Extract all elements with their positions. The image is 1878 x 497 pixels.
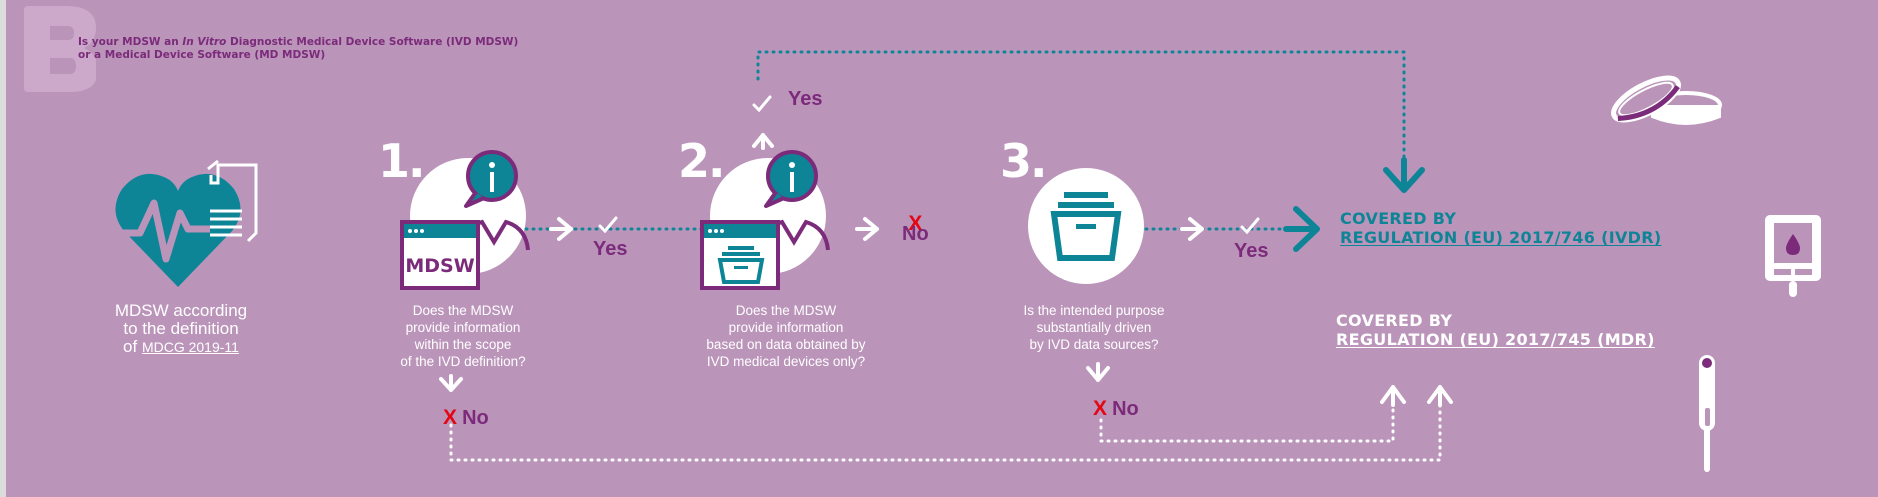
- mdsw-window-label: MDSW: [405, 255, 474, 277]
- connector-1-no-mdr: [449, 398, 1442, 462]
- outcome-ivdr: COVERED BY REGULATION (EU) 2017/746 (IVD…: [1340, 209, 1662, 247]
- connector-3-no-mdr: [1099, 398, 1395, 443]
- step-1-no: X No: [443, 406, 489, 429]
- arrow-right-icon: [549, 217, 573, 241]
- step-3-number: 3.: [1000, 134, 1048, 188]
- mdr-regulation-link[interactable]: REGULATION (EU) 2017/745 (MDR): [1336, 330, 1655, 349]
- arrow-down-icon: [1086, 362, 1110, 382]
- arrow-right-icon: [1180, 217, 1204, 241]
- arrow-right-teal-icon: [1283, 206, 1320, 252]
- arrow-down-icon: [439, 374, 463, 392]
- outcome-mdr: COVERED BY REGULATION (EU) 2017/745 (MDR…: [1336, 311, 1655, 349]
- petri-dish-icon: [1611, 75, 1722, 125]
- flowchart-canvas: Is your MDSW an In Vitro Diagnostic Medi…: [6, 0, 1878, 497]
- check-icon: [1240, 217, 1260, 235]
- step-2-number: 2.: [678, 134, 726, 188]
- step-1-yes-label: Yes: [593, 238, 628, 260]
- mdcg-link[interactable]: MDCG 2019-11: [141, 339, 239, 355]
- glucose-meter-icon: [1765, 215, 1821, 297]
- step-1-number: 1.: [378, 134, 426, 188]
- step-2-yes-label: Yes: [788, 88, 823, 110]
- arrow-down-teal-icon: [1383, 157, 1425, 193]
- arrow-up-icon: [1427, 385, 1453, 407]
- check-icon: [752, 95, 772, 113]
- person-info-archive-window-icon: [700, 150, 830, 290]
- step-3-no: X No: [1093, 397, 1139, 420]
- person-info-mdsw-window-icon: MDSW: [400, 150, 530, 290]
- start-label: MDSW according to the definition of MDCG…: [114, 301, 248, 356]
- ivdr-regulation-link[interactable]: REGULATION (EU) 2017/746 (IVDR): [1340, 228, 1662, 247]
- test-strip-icon: [1699, 355, 1715, 472]
- section-letter-b: [24, 6, 96, 92]
- diagram-title: Is your MDSW an In Vitro Diagnostic Medi…: [78, 36, 519, 61]
- step-2-no: X No: [902, 212, 929, 245]
- arrow-up-icon: [752, 133, 774, 150]
- arrow-right-icon: [855, 217, 879, 241]
- heart-ecg-document-icon: [115, 159, 258, 287]
- step-3-yes-label: Yes: [1234, 240, 1269, 262]
- archive-box-icon: [1028, 168, 1144, 284]
- connector-2-yes-ivdr: [756, 50, 1406, 172]
- connector-lines: [439, 50, 1453, 462]
- arrow-up-icon: [1380, 385, 1406, 407]
- check-icon: [598, 216, 618, 234]
